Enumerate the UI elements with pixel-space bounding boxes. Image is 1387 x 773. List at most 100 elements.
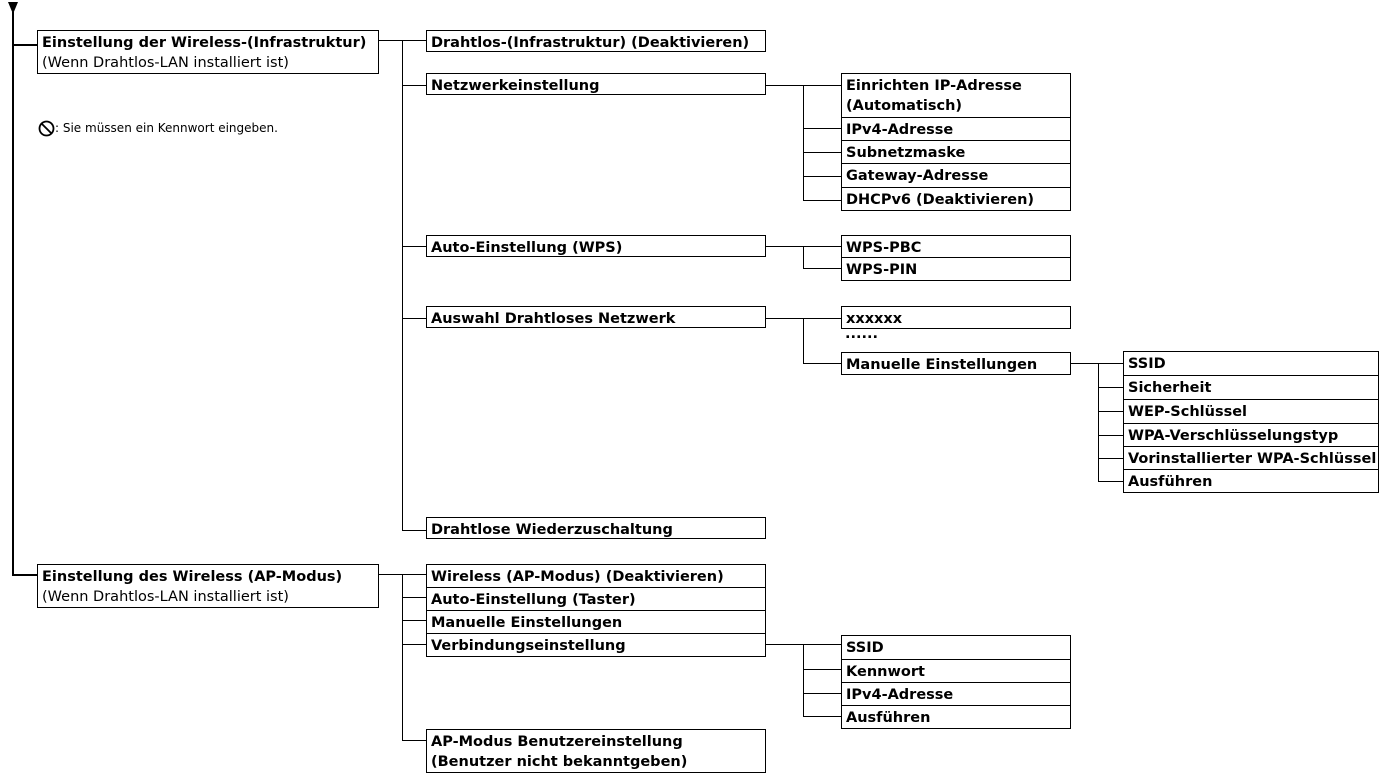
manual-ssid-item[interactable]: SSID <box>1123 351 1379 376</box>
connector <box>402 246 426 247</box>
connector <box>402 40 426 41</box>
infra-auswahl-item[interactable]: Auswahl Drahtloses Netzwerk <box>426 306 766 328</box>
item-label: Netzwerkeinstellung <box>431 78 600 94</box>
connector <box>379 40 403 41</box>
connector <box>803 152 841 153</box>
down-arrow-icon <box>8 2 18 14</box>
item-label: Ausführen <box>1128 474 1213 490</box>
item-label: Einrichten IP-Adresse <box>846 78 1022 94</box>
item-label: AP-Modus Benutzereinstellung <box>431 734 683 750</box>
item-label: Kennwort <box>846 664 925 680</box>
ap-execute-item[interactable]: Ausführen <box>841 705 1071 729</box>
password-note: : Sie müssen ein Kennwort eingeben. <box>55 121 278 135</box>
infra-auto-wps-item[interactable]: Auto-Einstellung (WPS) <box>426 235 766 257</box>
connector <box>402 530 426 531</box>
prohibited-icon <box>38 120 55 137</box>
connector <box>766 644 804 645</box>
connector <box>803 693 841 694</box>
ap-root-box[interactable]: Einstellung des Wireless (AP-Modus) (Wen… <box>37 564 379 608</box>
ap-user-setting-item[interactable]: AP-Modus Benutzereinstellung (Benutzer n… <box>426 729 766 773</box>
connector <box>803 85 841 86</box>
connector <box>1098 458 1123 459</box>
connector <box>803 318 841 319</box>
item-label: Wireless (AP-Modus) (Deaktivieren) <box>431 569 724 585</box>
connector <box>766 246 804 247</box>
item-label: WPA-Verschlüsselungstyp <box>1128 428 1339 444</box>
infra-drahtlos-item[interactable]: Drahtlos-(Infrastruktur) (Deaktivieren) <box>426 30 766 52</box>
connector <box>803 716 841 717</box>
item-label: SSID <box>1128 356 1166 372</box>
wps-pbc-item[interactable]: WPS-PBC <box>841 235 1071 258</box>
verbindung-trunk <box>803 644 804 717</box>
item-label: xxxxxx <box>846 311 903 327</box>
item-label: Sicherheit <box>1128 380 1212 396</box>
infra-level2-trunk <box>402 40 403 531</box>
item-label: Auto-Einstellung (WPS) <box>431 240 623 256</box>
infra-netzwerk-item[interactable]: Netzwerkeinstellung <box>426 73 766 95</box>
ssid-placeholder-item[interactable]: xxxxxx <box>841 306 1071 329</box>
ap-ipv4-item[interactable]: IPv4-Adresse <box>841 682 1071 706</box>
connector <box>1071 363 1099 364</box>
connector <box>1098 387 1123 388</box>
ip-setup-item[interactable]: Einrichten IP-Adresse (Automatisch) <box>841 73 1071 118</box>
wpa-preshared-key-item[interactable]: Vorinstallierter WPA-Schlüssel <box>1123 446 1379 470</box>
subnet-item[interactable]: Subnetzmaske <box>841 140 1071 164</box>
connector <box>803 200 841 201</box>
item-label: IPv4-Adresse <box>846 122 954 138</box>
connector <box>803 176 841 177</box>
netzwerk-trunk <box>803 85 804 201</box>
ap-wireless-item[interactable]: Wireless (AP-Modus) (Deaktivieren) <box>426 564 766 588</box>
infra-root-box[interactable]: Einstellung der Wireless-(Infrastruktur)… <box>37 30 379 74</box>
item-label: SSID <box>846 640 884 656</box>
connector <box>803 669 841 670</box>
manual-settings-item[interactable]: Manuelle Einstellungen <box>841 352 1071 375</box>
more-networks-ellipsis: ...... <box>845 326 879 342</box>
manual-execute-item[interactable]: Ausführen <box>1123 469 1379 493</box>
item-label: WEP-Schlüssel <box>1128 404 1248 420</box>
auswahl-trunk <box>803 318 804 364</box>
connector <box>402 644 426 645</box>
connector <box>402 740 426 741</box>
connector <box>803 644 841 645</box>
connector <box>803 246 841 247</box>
connector <box>12 44 38 46</box>
ap-password-item[interactable]: Kennwort <box>841 659 1071 683</box>
connector <box>1098 363 1123 364</box>
connector <box>766 85 804 86</box>
connector <box>402 620 426 621</box>
ap-level2-trunk <box>402 574 403 741</box>
main-trunk-line <box>12 12 14 576</box>
infra-root-title: Einstellung der Wireless-(Infrastruktur) <box>42 35 367 51</box>
connector <box>803 128 841 129</box>
wpa-encryption-item[interactable]: WPA-Verschlüsselungstyp <box>1123 423 1379 447</box>
item-label: Ausführen <box>846 710 931 726</box>
gateway-item[interactable]: Gateway-Adresse <box>841 163 1071 188</box>
dhcpv6-item[interactable]: DHCPv6 (Deaktivieren) <box>841 187 1071 211</box>
wep-key-item[interactable]: WEP-Schlüssel <box>1123 399 1379 424</box>
infra-wiederzuschaltung-item[interactable]: Drahtlose Wiederzuschaltung <box>426 517 766 539</box>
connector <box>766 318 804 319</box>
connector <box>1098 411 1123 412</box>
ap-auto-item[interactable]: Auto-Einstellung (Taster) <box>426 587 766 611</box>
connector <box>402 574 426 575</box>
wps-trunk <box>803 246 804 269</box>
ap-root-title: Einstellung des Wireless (AP-Modus) <box>42 569 343 585</box>
security-item[interactable]: Sicherheit <box>1123 375 1379 400</box>
connector <box>402 85 426 86</box>
wps-pin-item[interactable]: WPS-PIN <box>841 257 1071 281</box>
connector <box>379 574 403 575</box>
item-label: WPS-PBC <box>846 240 922 256</box>
ap-manual-item[interactable]: Manuelle Einstellungen <box>426 610 766 634</box>
ipv4-item[interactable]: IPv4-Adresse <box>841 117 1071 141</box>
item-label: DHCPv6 (Deaktivieren) <box>846 192 1035 208</box>
item-label-line2: (Automatisch) <box>846 98 963 114</box>
item-label: Vorinstallierter WPA-Schlüssel <box>1128 451 1377 467</box>
ap-connection-item[interactable]: Verbindungseinstellung <box>426 633 766 657</box>
ap-ssid-item[interactable]: SSID <box>841 635 1071 660</box>
item-label: Drahtlose Wiederzuschaltung <box>431 522 673 538</box>
item-label: Manuelle Einstellungen <box>431 615 623 631</box>
item-label: Gateway-Adresse <box>846 168 989 184</box>
item-label: Auto-Einstellung (Taster) <box>431 592 636 608</box>
ap-root-subtitle: (Wenn Drahtlos-LAN installiert ist) <box>42 589 289 605</box>
